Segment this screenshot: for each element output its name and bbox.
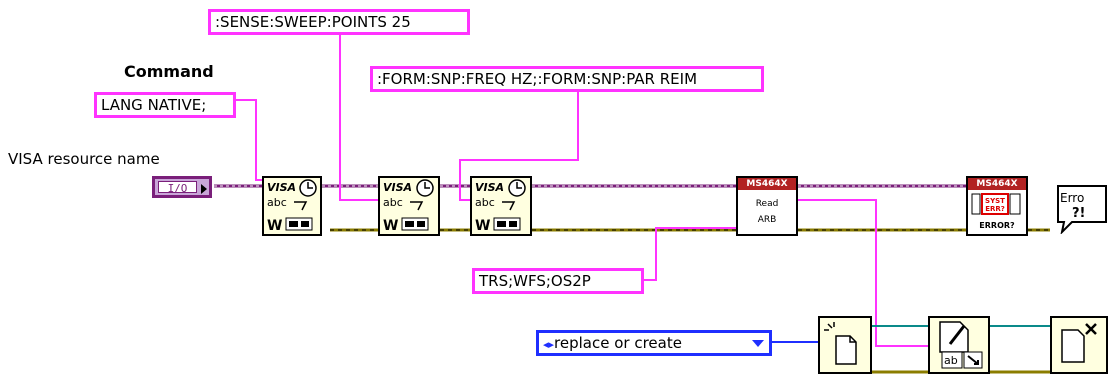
svg-text:ERROR?: ERROR? <box>979 221 1015 230</box>
lang-native-constant[interactable]: LANG NATIVE; <box>94 92 236 118</box>
svg-text:W: W <box>383 218 398 234</box>
svg-text:abc: abc <box>383 196 403 209</box>
visa-write-icon: VISA abc W <box>475 179 526 234</box>
control-arrow-icon <box>201 184 207 194</box>
visa-write-title: VISA <box>267 181 296 194</box>
visa-write-node-3[interactable]: VISA abc W <box>470 176 532 236</box>
svg-text:SYST: SYST <box>985 197 1005 205</box>
visa-io-text: I/O <box>158 181 197 195</box>
visa-resource-label: VISA resource name <box>8 150 160 168</box>
error-query-icon: SYST ERR? ERROR? <box>971 193 1021 230</box>
svg-text:W: W <box>475 218 490 234</box>
svg-text:ERR?: ERR? <box>985 205 1005 213</box>
visa-write-node-1[interactable]: VISA abc W <box>262 176 322 236</box>
ring-value: replace or create <box>554 334 682 352</box>
visa-write-icon: VISA abc W <box>267 179 317 234</box>
svg-text:W: W <box>267 218 282 234</box>
visa-write-node-2[interactable]: VISA abc W <box>378 176 440 236</box>
read-label: Read <box>755 199 779 209</box>
open-file-node[interactable] <box>818 316 872 374</box>
ms464x-header: MS464X <box>738 178 796 190</box>
svg-text:VISA: VISA <box>475 181 504 194</box>
visa-write-icon: VISA abc W <box>383 179 434 234</box>
write-text-file-node[interactable]: ab <box>928 316 990 374</box>
error-bubble-icon: Erro ?! <box>1057 185 1107 236</box>
write-text-file-icon: ab <box>939 321 983 369</box>
ms464x-read-arb-node[interactable]: MS464X Read ARB <box>736 176 798 236</box>
error-dialog-node[interactable]: Erro ?! <box>1052 180 1108 236</box>
ms464x-header: MS464X <box>968 178 1026 190</box>
wire-sweep <box>339 32 378 201</box>
svg-text:VISA: VISA <box>383 181 412 194</box>
command-label: Command <box>124 62 214 81</box>
wire-trs <box>644 227 736 281</box>
visa-resource-control[interactable]: I/O <box>152 176 212 198</box>
file-operation-ring[interactable]: ◂▸replace or create <box>536 330 772 356</box>
wire-lang <box>236 99 262 181</box>
svg-text:?!: ?! <box>1072 206 1085 221</box>
close-file-icon <box>1061 323 1097 363</box>
trs-wfs-constant[interactable]: TRS;WFS;OS2P <box>472 268 644 294</box>
arb-label: ARB <box>757 215 777 225</box>
wire-form <box>459 92 579 201</box>
increment-arrows-icon: ◂▸ <box>543 338 555 351</box>
visa-write-text: abc <box>267 196 287 209</box>
dropdown-arrow-icon <box>752 340 764 347</box>
form-snp-constant[interactable]: :FORM:SNP:FREQ HZ;:FORM:SNP:PAR REIM <box>370 66 764 92</box>
open-file-icon <box>824 322 857 365</box>
sweep-points-constant[interactable]: :SENSE:SWEEP:POINTS 25 <box>208 9 470 35</box>
ms464x-error-node[interactable]: MS464X SYST ERR? ERROR? <box>966 176 1028 236</box>
svg-text:ab: ab <box>944 354 958 367</box>
close-file-node[interactable] <box>1050 316 1108 374</box>
svg-text:Erro: Erro <box>1060 191 1084 205</box>
svg-text:abc: abc <box>475 196 495 209</box>
